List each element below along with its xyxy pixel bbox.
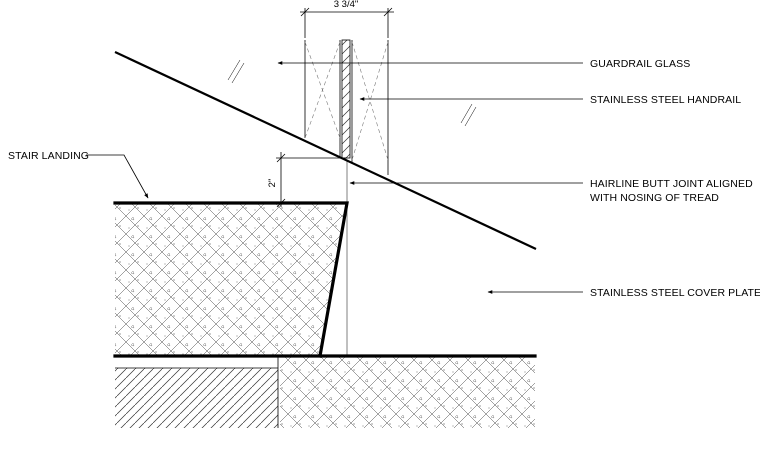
stair-landing-concrete [115, 203, 347, 356]
glass-width-dimension [300, 7, 394, 38]
guardrail-glass [304, 40, 389, 175]
stair-landing-leader [86, 154, 149, 199]
butt-joint-label-line2: WITH NOSING OF TREAD [590, 192, 719, 204]
guardrail-glass-label: GUARDRAIL GLASS [590, 58, 690, 70]
stair-landing-label: STAIR LANDING [8, 150, 89, 162]
offset-height-text: 2" [267, 179, 278, 188]
glass-width-text: 3 3/4" [334, 0, 359, 10]
lower-tread-concrete [280, 356, 535, 428]
stainless-steel-handrail [341, 39, 351, 159]
cover-plate-label: STAINLESS STEEL COVER PLATE [590, 287, 760, 299]
guardrail-slope-line [114, 51, 537, 250]
wood-substrate [115, 368, 278, 428]
glass-reflection-marks [227, 59, 477, 127]
butt-joint-label-line1: HAIRLINE BUTT JOINT ALIGNED [590, 178, 753, 190]
offset-dimension [276, 152, 347, 208]
handrail-label: STAINLESS STEEL HANDRAIL [590, 94, 741, 106]
